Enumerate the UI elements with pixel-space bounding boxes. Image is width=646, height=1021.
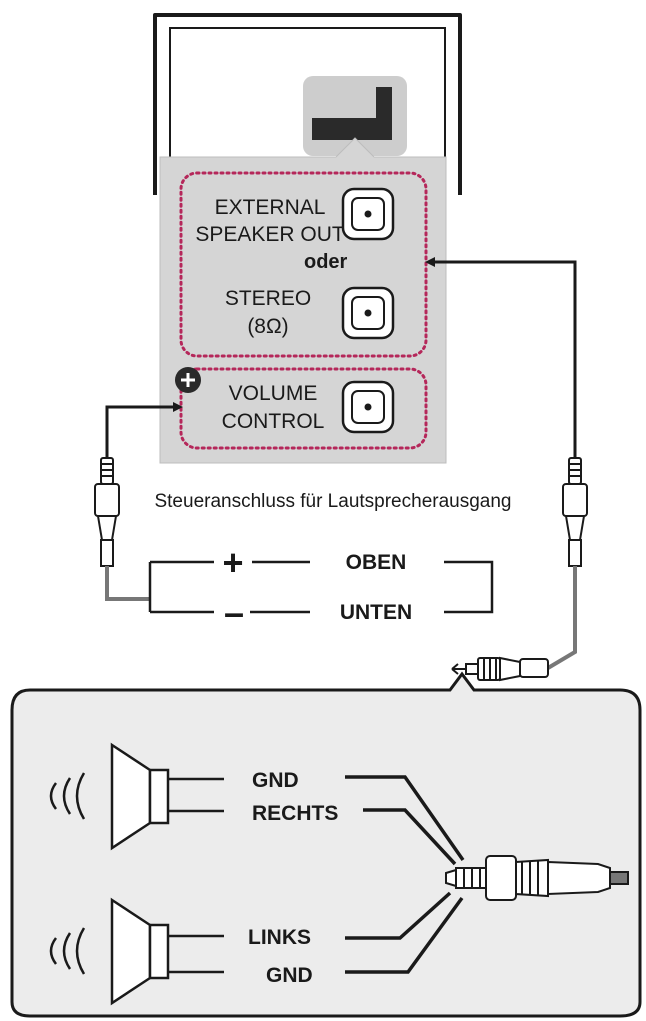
volume-label-line1: VOLUME	[229, 382, 318, 405]
minus-sign: –	[224, 592, 244, 633]
stereo-jack[interactable]	[341, 286, 395, 340]
left-cable	[105, 566, 150, 601]
detail-box	[10, 671, 642, 1018]
external-speaker-jack[interactable]	[341, 187, 395, 241]
stereo-plug-icon	[451, 656, 549, 682]
down-label: UNTEN	[340, 601, 412, 624]
volume-control-jack[interactable]	[341, 380, 395, 434]
speaker-icon-left	[49, 897, 170, 1006]
right-plug-icon	[562, 457, 588, 567]
connector-symbol-icon	[312, 87, 392, 140]
volume-label-line2: CONTROL	[222, 410, 325, 433]
volume-switch-bracket	[148, 560, 494, 614]
right-label: RECHTS	[252, 802, 338, 825]
speaker-icon-right	[49, 742, 170, 851]
sound-waves-icon	[49, 927, 86, 975]
stereo-label-line1: STEREO	[225, 287, 311, 310]
left-plug-icon	[94, 457, 120, 567]
plus-sign: +	[222, 542, 243, 583]
up-label: OBEN	[346, 551, 407, 574]
left-cable-arrow	[105, 402, 183, 480]
right-speaker-leads	[168, 777, 224, 813]
left-speaker-leads	[168, 934, 224, 974]
or-label: oder	[304, 251, 348, 273]
left-label: LINKS	[248, 926, 311, 949]
top-gnd-label: GND	[252, 769, 299, 792]
sound-waves-icon	[49, 772, 86, 820]
connector-tab	[303, 76, 407, 156]
plus-circle-icon	[175, 367, 201, 393]
external-label-line1: EXTERNAL	[215, 196, 326, 219]
stereo-label-line2: (8Ω)	[247, 315, 288, 338]
bottom-gnd-label: GND	[266, 964, 313, 987]
external-label-line2: SPEAKER OUT	[195, 223, 345, 246]
right-cable-arrow	[425, 257, 577, 478]
caption: Steueranschluss für Lautsprecherausgang	[154, 491, 511, 512]
signal-wires	[345, 775, 465, 974]
headphone-plug-icon	[445, 855, 629, 901]
right-cable	[546, 566, 577, 670]
